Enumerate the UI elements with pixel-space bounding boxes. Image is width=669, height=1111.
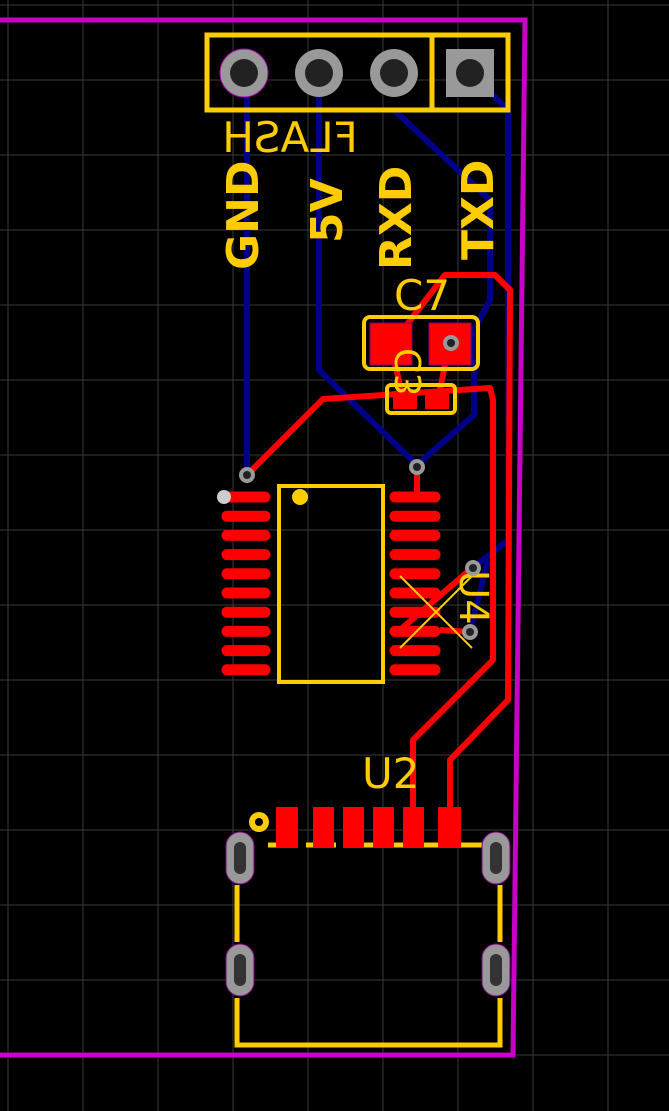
u4-label: U4 (450, 570, 496, 625)
c7-label: C7 (394, 271, 450, 320)
pad-rxd[interactable] (370, 49, 418, 97)
pin-label-txd: TXD (453, 160, 504, 260)
pin-label-5v: 5V (302, 178, 353, 243)
pad-5v[interactable] (295, 49, 343, 97)
flash-header[interactable] (204, 32, 511, 113)
capacitor-c3[interactable] (385, 383, 457, 415)
pin-label-gnd: GND (218, 161, 269, 270)
flash-label: FLASH (222, 113, 358, 162)
pad-gnd[interactable] (219, 48, 269, 98)
ic-u4[interactable] (221, 484, 473, 684)
board-outline (0, 17, 528, 1058)
pad-txd[interactable] (446, 49, 494, 97)
pin-label-rxd: RXD (371, 166, 422, 270)
c3-label: C3 (389, 348, 430, 396)
capacitor-c7[interactable] (362, 315, 480, 371)
trace-u4 (467, 559, 491, 633)
usb-connector-u2[interactable] (225, 807, 511, 1048)
trace-dplus (244, 385, 496, 815)
vias (217, 459, 481, 640)
trace-dminus (392, 272, 513, 815)
trace-rxd (391, 107, 493, 468)
trace-5v (316, 73, 420, 468)
u2-label: U2 (362, 749, 419, 798)
